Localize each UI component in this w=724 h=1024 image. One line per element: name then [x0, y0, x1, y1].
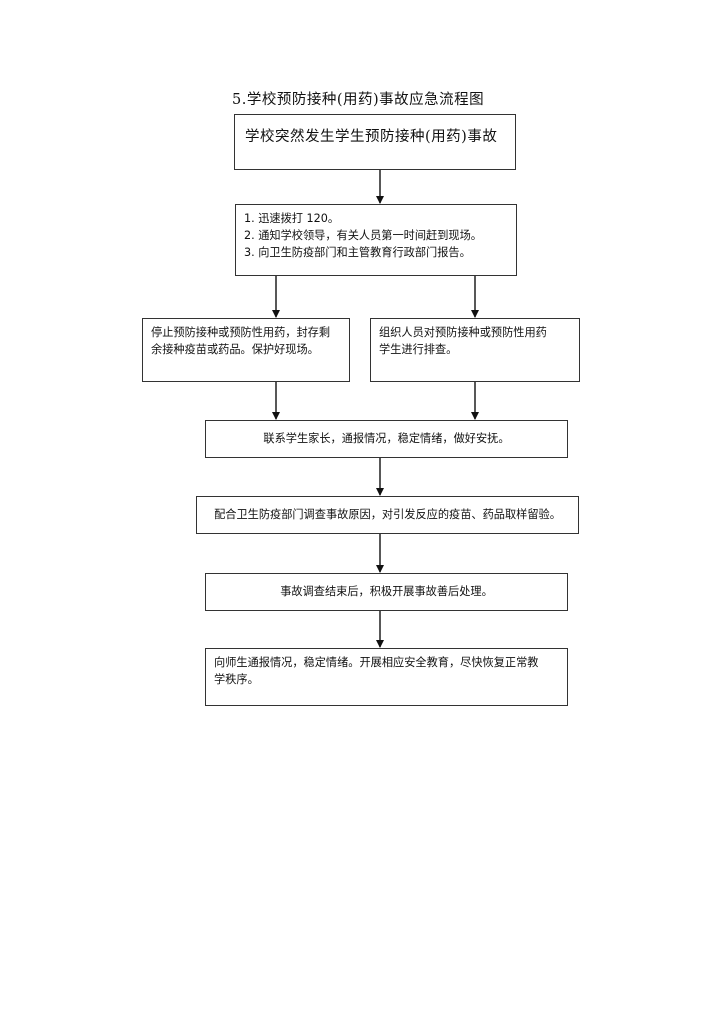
screen-line-2: 学生进行排查。	[379, 343, 458, 356]
flow-node-cooperate-investigation: 配合卫生防疫部门调查事故原因，对引发反应的疫苗、药品取样留验。	[196, 496, 579, 534]
contact-parents-text: 联系学生家长，通报情况，稳定情绪，做好安抚。	[263, 432, 510, 445]
flow-node-contact-parents: 联系学生家长，通报情况，稳定情绪，做好安抚。	[205, 420, 568, 458]
action-line-1: 1. 迅速拨打 120。	[244, 212, 340, 225]
flow-node-stop-vaccination: 停止预防接种或预防性用药，封存剩 余接种疫苗或药品。保护好现场。	[142, 318, 350, 382]
restore-line-1: 向师生通报情况，稳定情绪。开展相应安全教育，尽快恢复正常教	[214, 656, 539, 669]
flow-node-immediate-actions: 1. 迅速拨打 120。 2. 通知学校领导，有关人员第一时间赶到现场。 3. …	[235, 204, 517, 276]
flow-node-screen-students: 组织人员对预防接种或预防性用药 学生进行排查。	[370, 318, 580, 382]
restore-line-2: 学秩序。	[214, 673, 259, 686]
screen-line-1: 组织人员对预防接种或预防性用药	[379, 326, 547, 339]
stop-line-1: 停止预防接种或预防性用药，封存剩	[151, 326, 331, 339]
flow-node-restore-order: 向师生通报情况，稳定情绪。开展相应安全教育，尽快恢复正常教 学秩序。	[205, 648, 568, 706]
page-title: 5.学校预防接种(用药)事故应急流程图	[232, 92, 485, 108]
action-line-3: 3. 向卫生防疫部门和主管教育行政部门报告。	[244, 246, 471, 259]
cooperate-text: 配合卫生防疫部门调查事故原因，对引发反应的疫苗、药品取样留验。	[214, 508, 561, 521]
action-line-2: 2. 通知学校领导，有关人员第一时间赶到现场。	[244, 229, 482, 242]
flow-node-aftermath: 事故调查结束后，积极开展事故善后处理。	[205, 573, 568, 611]
flow-node-incident: 学校突然发生学生预防接种(用药)事故	[234, 114, 516, 170]
aftermath-text: 事故调查结束后，积极开展事故善后处理。	[280, 585, 493, 598]
flow-node-incident-text: 学校突然发生学生预防接种(用药)事故	[245, 129, 498, 145]
stop-line-2: 余接种疫苗或药品。保护好现场。	[151, 343, 319, 356]
